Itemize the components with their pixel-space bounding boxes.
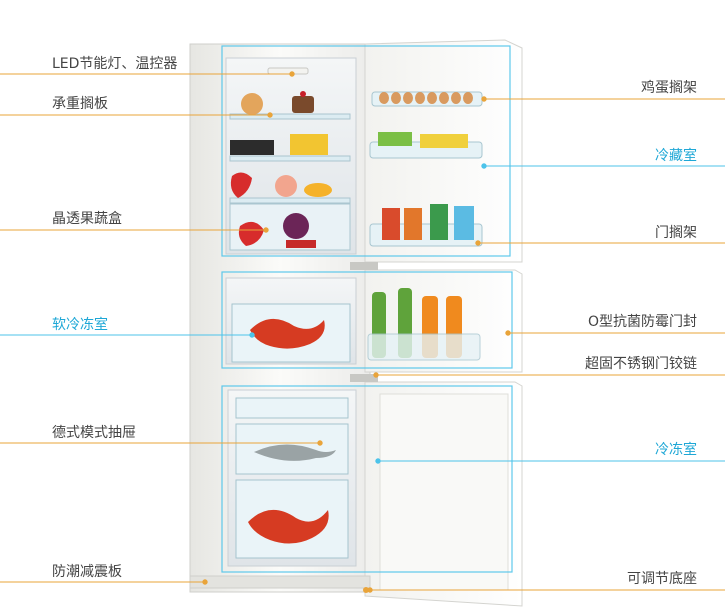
mango xyxy=(304,183,332,197)
label-soft-freeze: 软冷冻室 xyxy=(52,317,108,333)
leader-lines-left-blue xyxy=(0,332,255,338)
leader-lines-right-blue xyxy=(375,163,725,464)
label-led-light: LED节能灯、温控器 xyxy=(52,56,178,72)
drink-can-1 xyxy=(382,208,400,240)
food-box-black xyxy=(230,140,274,155)
lobster-lower xyxy=(248,509,329,544)
label-adjustable-base: 可调节底座 xyxy=(627,571,697,587)
label-egg-rack: 鸡蛋搁架 xyxy=(641,80,697,96)
glass-shelf-2 xyxy=(229,155,351,162)
label-shelf: 承重搁板 xyxy=(52,96,108,112)
lobster-upper xyxy=(250,318,325,349)
label-gasket: O型抗菌防霉门封 xyxy=(587,314,697,330)
glass-shelf-3 xyxy=(229,197,351,204)
label-hinge: 超固不锈钢门铰链 xyxy=(585,356,697,372)
fish xyxy=(254,444,336,461)
cheese-box xyxy=(420,134,468,148)
glass-shelf-1 xyxy=(229,113,351,120)
fridge-outline xyxy=(221,45,511,257)
adjustable-foot xyxy=(363,587,369,593)
damping-plate xyxy=(189,575,371,589)
freezer-drawer-1 xyxy=(235,397,349,419)
drink-can-4 xyxy=(454,206,474,240)
cherry xyxy=(300,91,306,97)
bread xyxy=(241,93,263,115)
led-light-bar xyxy=(267,67,309,75)
label-fridge-room: 冷藏室 xyxy=(655,148,697,164)
crisper-veg-red xyxy=(286,240,316,248)
crisper-pepper xyxy=(238,221,264,246)
hinge-upper xyxy=(350,262,378,270)
butter-box xyxy=(378,132,412,146)
red-pepper xyxy=(230,172,252,198)
drink-can-3 xyxy=(430,204,448,240)
peach xyxy=(275,175,297,197)
label-door-rack: 门搁架 xyxy=(655,225,697,241)
drink-can-2 xyxy=(404,208,422,240)
hinge-lower xyxy=(350,374,378,382)
soft-freeze-outline xyxy=(221,271,513,369)
eggs xyxy=(379,92,473,104)
label-damping-plate: 防潮减震板 xyxy=(52,564,122,580)
label-drawer: 德式模式抽屉 xyxy=(52,425,136,441)
red-cabbage xyxy=(283,213,309,239)
cake xyxy=(292,96,314,113)
freezer-door-panel xyxy=(379,393,509,591)
soft-freeze-door-rack xyxy=(367,333,481,361)
freezer-outline xyxy=(221,385,513,573)
leader-lines-right xyxy=(367,96,725,593)
food-box-yellow xyxy=(290,134,328,155)
label-freezer-room: 冷冻室 xyxy=(655,442,697,458)
label-crisper: 晶透果蔬盒 xyxy=(52,211,122,227)
leader-lines-left xyxy=(0,71,323,585)
